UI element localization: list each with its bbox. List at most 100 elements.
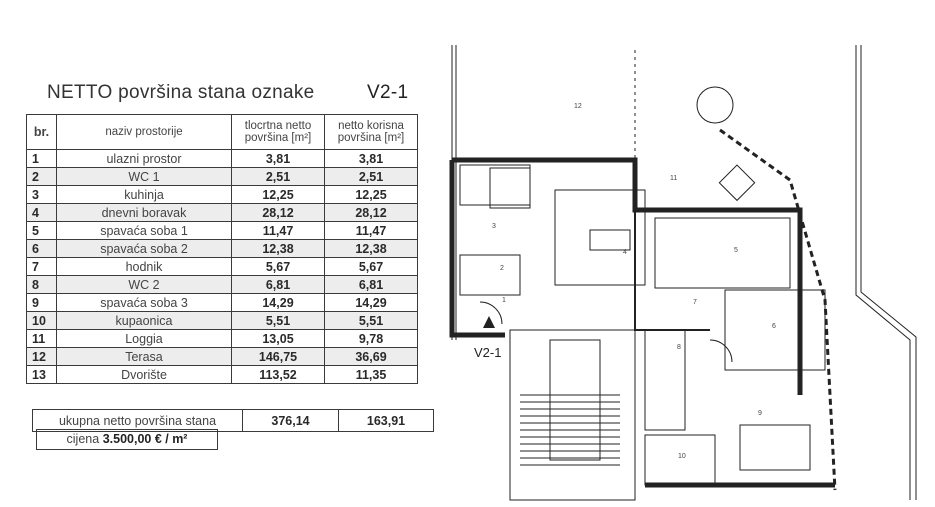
floor-area-cell: 5,51 [231,311,325,330]
door-swing [709,339,733,363]
room-number-cell: 9 [26,293,57,312]
room-name-cell: spavaća soba 1 [56,221,232,240]
room-number-cell: 3 [26,185,57,204]
room-number-cell: 7 [26,257,57,276]
usable-area-cell: 6,81 [324,275,418,294]
usable-area-cell: 11,47 [324,221,418,240]
plan-boundary [855,45,911,500]
room-number-cell: 4 [26,203,57,222]
floor-area-cell: 6,81 [231,275,325,294]
room-number: 3 [492,223,496,230]
room-name-cell: hodnik [56,257,232,276]
price-prefix: cijena [66,432,100,446]
room-number-cell: 10 [26,311,57,330]
room-number-cell: 12 [26,347,57,366]
room-number: 7 [693,299,697,306]
header-usable-area: netto korisna površina [m²] [324,114,418,150]
usable-area-cell: 12,38 [324,239,418,258]
room-number: 10 [678,453,686,460]
floor-area-cell: 11,47 [231,221,325,240]
bed-3 [739,424,811,471]
floor-area-cell: 5,67 [231,257,325,276]
total-row: ukupna netto površina stana 376,14 163,9… [32,409,434,432]
room-name-cell: ulazni prostor [56,149,232,168]
usable-area-cell: 28,12 [324,203,418,222]
price-value: 3.500,00 € / m² [102,432,188,446]
plan-railing [719,128,837,491]
room-number: 2 [500,265,504,272]
wc-2 [644,329,686,431]
usable-area-cell: 5,51 [324,311,418,330]
wc-1 [459,254,521,296]
usable-area-cell: 11,35 [324,365,418,384]
dining-table [489,167,531,209]
floor-plan: 1 2 3 4 5 6 7 8 9 10 11 12 [449,45,917,501]
bed-1 [654,217,791,289]
floor-area-cell: 12,38 [231,239,325,258]
usable-area-cell: 14,29 [324,293,418,312]
floor-area-cell: 13,05 [231,329,325,348]
plan-boundary [860,45,917,500]
room-name-cell: Terasa [56,347,232,366]
loggia-table [718,164,756,202]
header-floor-area: tlocrtna netto površina [m²] [231,114,325,150]
entrance-marker [483,316,495,328]
room-name-cell: kuhinja [56,185,232,204]
room-name-cell: dnevni boravak [56,203,232,222]
coffee-table [589,229,631,251]
room-number: 1 [502,297,506,304]
door-swing [479,301,503,325]
room-number: 8 [677,344,681,351]
bathroom [644,434,716,486]
room-name-cell: WC 1 [56,167,232,186]
room-number-cell: 5 [26,221,57,240]
floor-area-cell: 14,29 [231,293,325,312]
room-number: 6 [772,323,776,330]
room-number: 12 [574,103,582,110]
room-number-cell: 11 [26,329,57,348]
total-usable-area: 163,91 [338,409,434,432]
room-name-cell: Loggia [56,329,232,348]
room-number-cell: 6 [26,239,57,258]
total-floor-area: 376,14 [242,409,339,432]
usable-area-cell: 9,78 [324,329,418,348]
area-table: br. naziv prostorije tlocrtna netto povr… [26,114,418,384]
price-box: cijena 3.500,00 € / m² [36,429,218,450]
room-name-cell: kupaonica [56,311,232,330]
room-name-cell: WC 2 [56,275,232,294]
floor-area-cell: 12,25 [231,185,325,204]
room-6 [724,289,826,371]
total-table: ukupna netto površina stana 376,14 163,9… [32,409,434,432]
room-number: 9 [758,410,762,417]
title-text: NETTO površina stana oznake [47,82,315,103]
total-label: ukupna netto površina stana [32,409,243,432]
floor-area-cell: 28,12 [231,203,325,222]
room-number-cell: 13 [26,365,57,384]
usable-area-cell: 3,81 [324,149,418,168]
plan-outer-wall [449,160,505,338]
room-name-cell: spavaća soba 2 [56,239,232,258]
header-num: br. [26,114,57,150]
floor-area-cell: 146,75 [231,347,325,366]
room-name-cell: spavaća soba 3 [56,293,232,312]
page-title: NETTO površina stana oznake V2-1 [47,82,408,104]
room-number: 4 [623,249,627,256]
room-number-cell: 8 [26,275,57,294]
header-name: naziv prostorije [56,114,232,150]
usable-area-cell: 5,67 [324,257,418,276]
floor-area-cell: 2,51 [231,167,325,186]
apartment-code: V2-1 [367,82,409,103]
entrance-label: V2-1 [474,345,502,360]
usable-area-cell: 12,25 [324,185,418,204]
